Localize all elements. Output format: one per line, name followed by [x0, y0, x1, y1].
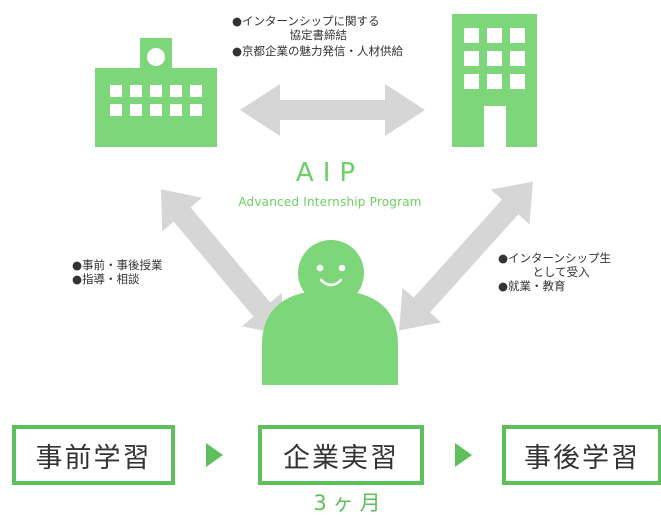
aip-title: AIP [295, 158, 365, 188]
agreement-note: ●インターンシップに関する 協定書締結 [232, 14, 380, 42]
guidance-consultation-note: ●指導・相談 [72, 272, 140, 286]
university-icon [95, 38, 217, 147]
student-person-icon [262, 240, 398, 385]
work-education-note: ●就業・教育 [498, 279, 566, 293]
double-arrow-horizontal [240, 84, 425, 136]
company-building-icon [452, 14, 537, 147]
double-arrow-diagonal-right [399, 181, 533, 331]
play-arrow-icon [455, 443, 472, 467]
pre-post-class-note: ●事前・事後授業 [72, 258, 163, 272]
step-pre-study: 事前学習 [12, 425, 175, 485]
step-company-practice: 企業実習 [258, 425, 424, 485]
play-arrow-icon [206, 443, 223, 467]
duration-label: 3ヶ月 [313, 491, 387, 515]
step-post-study: 事後学習 [502, 425, 661, 485]
aip-subtitle: Advanced Internship Program [238, 195, 422, 209]
intern-acceptance-note: ●インターンシップ生 として受入 [498, 251, 611, 279]
companies-attraction-note: ●京都企業の魅力発信・人材供給 [232, 44, 404, 58]
double-arrow-diagonal-left [160, 189, 284, 335]
